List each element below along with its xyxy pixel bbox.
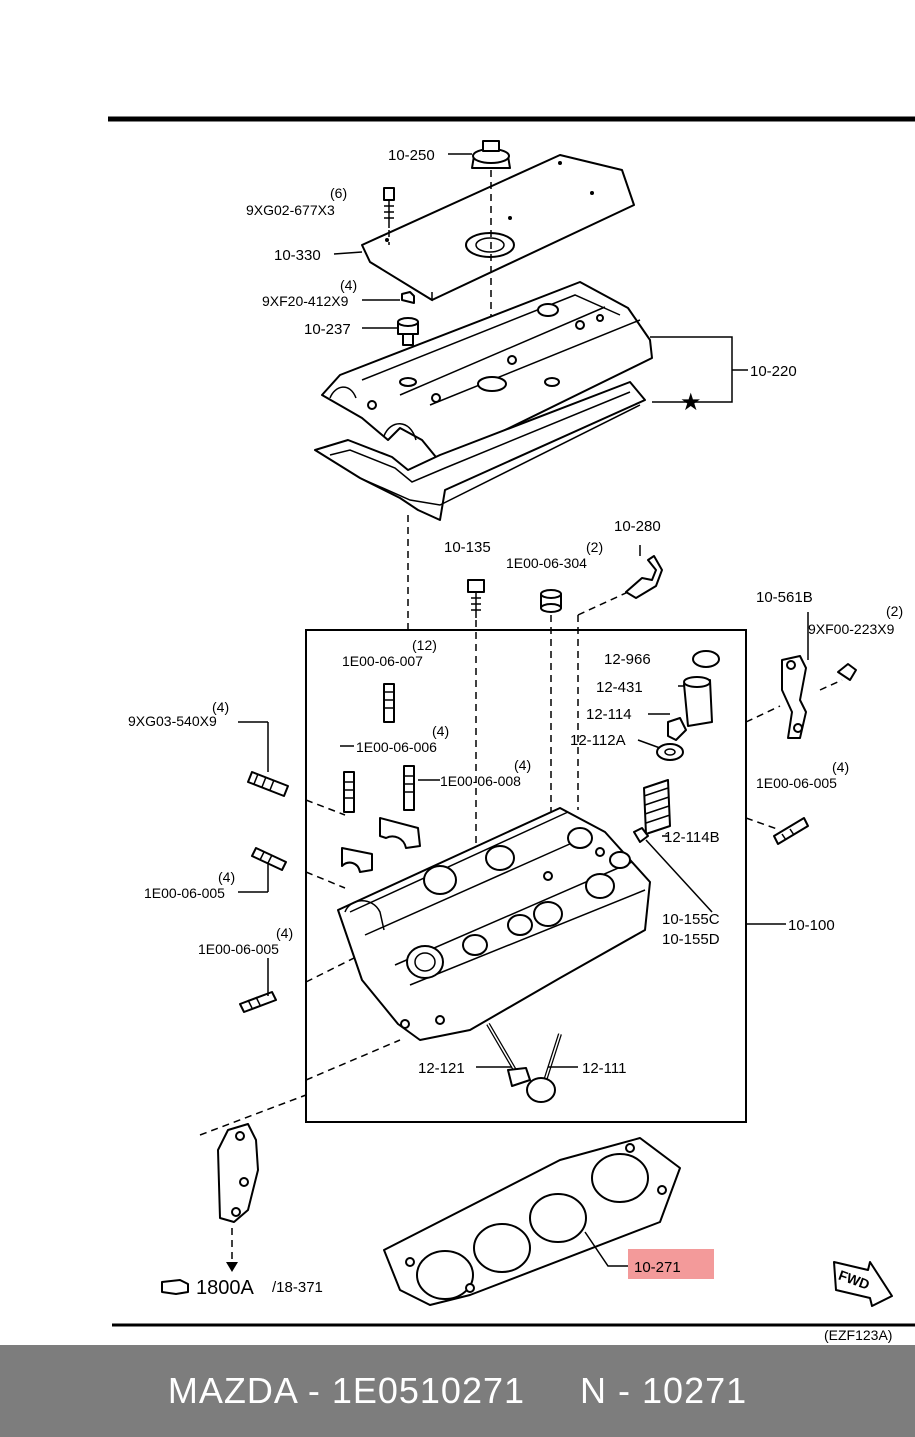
label-cover-plate: 10-330 [274,247,321,264]
label-bracket-bolt: 9XF00-223X9 [808,621,895,637]
label-valve-exhaust: 12-121 [418,1060,465,1077]
label-stud-007: 1E00-06-007 [342,653,423,669]
label-stud-005-left2-qty: (4) [276,925,293,941]
label-nut-qty: (4) [340,277,357,293]
label-stud-005-left1-qty: (4) [218,869,235,885]
label-gasket: 10-271 [634,1259,681,1276]
label-ref-sub: /18-371 [272,1279,323,1296]
footer-brand: MAZDA - 1E0510271 [167,1370,526,1411]
label-stud-008: 1E00-06-008 [440,773,521,789]
hydraulic-tappet [683,676,713,727]
stud-005-left-lower [239,991,277,1013]
label-ref-main: 1800A [196,1277,254,1299]
cylinder-head [337,807,651,1041]
label-stud-540-qty: (4) [212,699,229,715]
label-cylinder-head: 10-100 [788,917,835,934]
cover-grommet [397,317,419,346]
label-stud-005-left1: 1E00-06-005 [144,885,225,901]
label-seal-qty: (2) [586,539,603,555]
label-stud-12-qty: (12) [412,637,437,653]
cover-bolt [383,187,395,228]
intake-valve [526,1033,562,1103]
exhaust-valve [486,1022,531,1087]
head-bolt [467,579,485,618]
stud-005-left-upper [251,847,287,871]
cover-plate [361,154,635,302]
label-stud-005-right-qty: (4) [832,759,849,775]
label-bracket-bolt-qty: (2) [886,603,903,619]
label-bracket: 10-561B [756,589,813,606]
stud-540 [247,771,289,797]
stud-006 [343,771,355,813]
engine-hanger-bracket [781,655,807,739]
label-nut: 9XF20-412X9 [262,293,349,309]
figure-code: (EZF123A) [824,1327,892,1343]
label-head-cover: 10-220 [750,363,797,380]
label-stud-540: 9XG03-540X9 [128,713,217,729]
stud-005-right [773,817,809,845]
part-number-footer: MAZDA - 1E0510271 N - 10271 [0,1345,915,1437]
label-cover-bolt-qty: (6) [330,185,347,201]
label-oil-cap: 10-250 [388,147,435,164]
star-marker: ★ [680,388,702,416]
cylinder-head-cover [321,281,653,463]
label-guide-c: 10-155C [662,911,720,928]
valve-spring [643,779,671,835]
label-bolt-10-135: 10-135 [444,539,491,556]
spring-seat-upper [667,717,687,741]
label-guide-d: 10-155D [662,931,720,948]
bracket-bolt [837,663,857,681]
valve-lock [692,650,720,668]
pcv-valve [625,555,663,599]
gasket-highlight [628,1249,714,1279]
camshaft-cap [341,817,421,873]
label-lock: 12-966 [604,651,651,668]
label-valve-intake: 12-111 [582,1060,626,1077]
plug-seal [540,589,562,613]
stud-008 [403,765,415,811]
label-stud-005-left2: 1E00-06-005 [198,941,279,957]
spring-seat-lower [656,743,684,761]
label-stud-006-qty: (4) [432,723,449,739]
label-tappet: 12-431 [596,679,643,696]
label-seat-upper: 12-114 [586,706,632,723]
footer-spacer [525,1370,580,1412]
label-pcv: 10-280 [614,518,661,535]
label-cover-bolt: 9XG02-677X3 [246,202,335,218]
label-seal: 1E00-06-304 [506,555,587,571]
timing-plate-bracket [217,1123,259,1223]
label-stud-006: 1E00-06-006 [356,739,437,755]
cover-nut [401,291,415,304]
cylinder-head-gasket [383,1137,681,1306]
hand-pointer-icon [161,1279,189,1295]
label-seat-lower: 12-112A [570,732,626,749]
head-cover-gasket [314,381,646,521]
label-spring: 12-114B [664,829,720,846]
valve-guide [633,827,649,843]
stud-007 [383,683,395,723]
oil-filler-cap [471,140,511,169]
label-stud-008-qty: (4) [514,757,531,773]
cylinder-head-box [305,629,747,1123]
label-stud-005-right: 1E00-06-005 [756,775,837,791]
footer-part: N - 10271 [580,1370,748,1411]
label-grommet: 10-237 [304,321,351,338]
forward-arrow-icon [833,1261,893,1307]
exploded-parts-diagram: ★ [108,116,915,1343]
